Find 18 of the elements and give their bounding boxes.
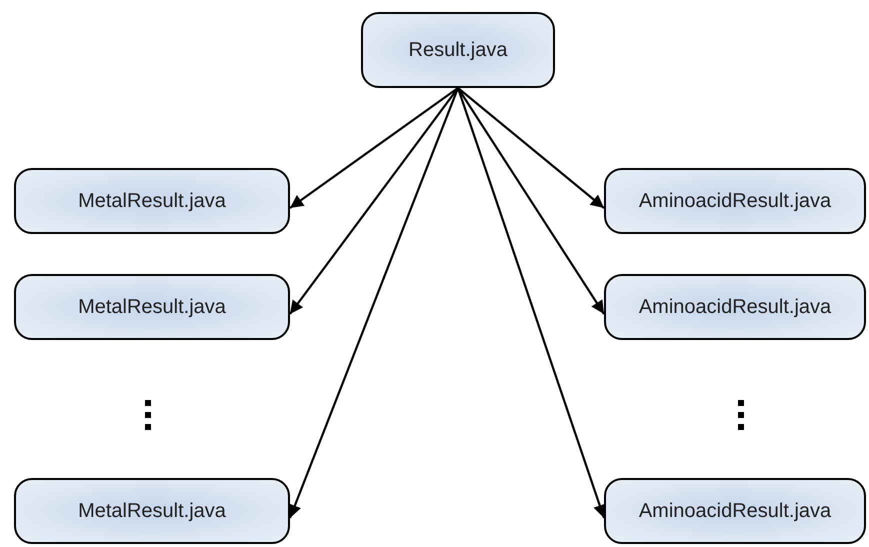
box-label: AminoacidResult.java [638,190,832,212]
box-label: Result.java [408,38,508,62]
process-box [14,168,290,234]
process-box [604,168,866,234]
box-label: MetalResult.java [78,190,226,212]
process-box [361,12,555,88]
arrow [456,88,606,518]
arrow [457,87,605,209]
box-label: AminoacidResult.java [638,296,832,318]
arrow [288,88,460,518]
box-label: MetalResult.java [78,500,226,522]
process-box [14,274,290,340]
arrow [289,87,459,209]
box-label: MetalResult.java [78,296,226,318]
process-box [14,478,290,544]
process-box [604,274,866,340]
process-box [604,478,866,544]
box-label: AminoacidResult.java [638,500,832,522]
